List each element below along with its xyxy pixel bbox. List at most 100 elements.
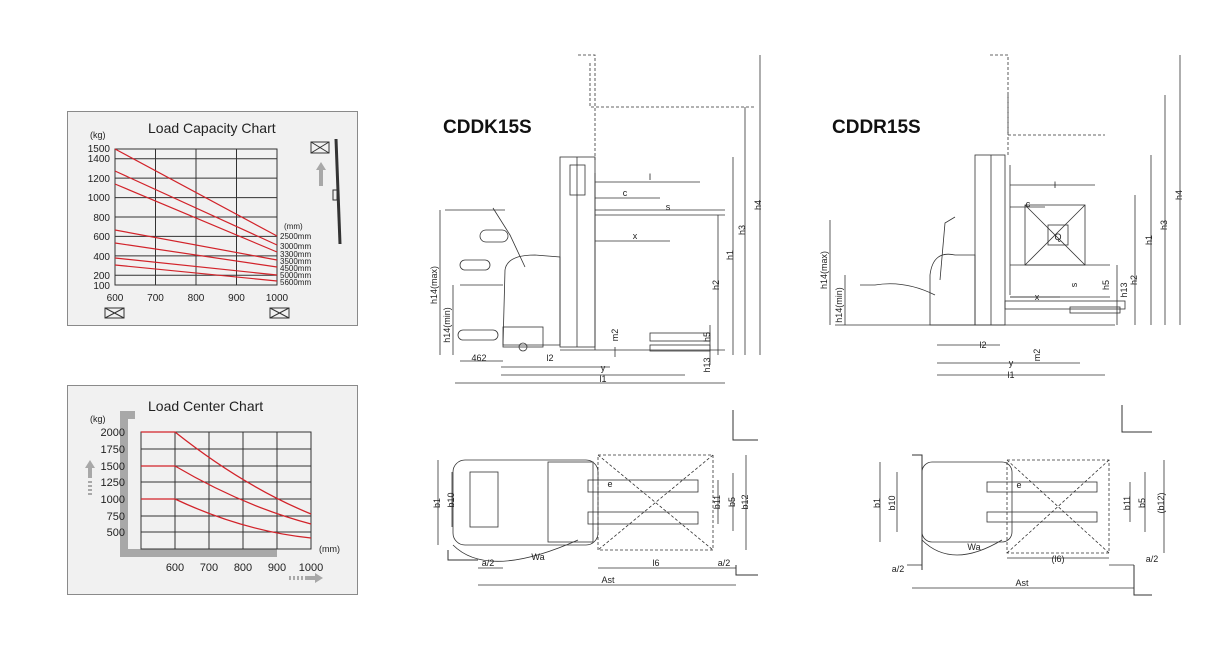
dim-h14min: h14(min): [834, 287, 844, 323]
lc-series-label: 3000mm: [280, 242, 311, 251]
load-capacity-chart: (kg) 1500 1400 1200 1000 800 600 400 200…: [88, 130, 342, 319]
lc-ytick: 1500: [88, 144, 111, 155]
dim-h14max: h14(max): [819, 251, 829, 289]
dim-s: s: [666, 202, 671, 212]
dim-h2: h2: [1129, 275, 1139, 285]
lc-ytick: 1400: [88, 154, 111, 165]
load-center-curves: [141, 431, 312, 539]
dim-a2-right: a/2: [1146, 554, 1159, 564]
lce-xtick: 600: [166, 562, 184, 574]
dim-h5: h5: [702, 332, 712, 342]
cddr15s-side-view: h14(max) h14(min) l c Q s x h5 h13 h2 h1…: [819, 54, 1184, 380]
dim-h1: h1: [725, 250, 735, 260]
lce-ytick: 1500: [101, 461, 125, 473]
dim-c: c: [623, 188, 628, 198]
lc-series-unit: (mm): [284, 222, 303, 231]
lc-ytick: 200: [93, 271, 110, 282]
lce-xtick: 1000: [299, 562, 323, 574]
lce-ytick: 750: [107, 511, 125, 523]
dim-b11: b11: [1122, 496, 1132, 510]
dim-b1: b1: [432, 498, 442, 508]
dim-h2: h2: [711, 280, 721, 290]
load-center-grid: [140, 431, 312, 550]
dim-m2: m2: [610, 329, 620, 342]
dim-b12: b12: [740, 494, 750, 509]
dim-ast: Ast: [1015, 578, 1029, 588]
dim-m2: m2: [1032, 349, 1042, 362]
load-center-panel: Load Center Chart (kg) 2000 1750 1500 12…: [67, 385, 358, 595]
load-center-frame: [120, 411, 277, 557]
dim-h1: h1: [1144, 235, 1154, 245]
lc-xtick: 600: [107, 293, 124, 304]
lce-ytick: 1000: [101, 494, 125, 506]
dim-l1: l1: [599, 374, 606, 384]
model-title-right: CDDR15S: [832, 117, 921, 138]
lce-ytick: 500: [107, 527, 125, 539]
dim-b5: b5: [1137, 498, 1147, 508]
dim-c: c: [1026, 199, 1031, 209]
load-capacity-grid: [114, 148, 278, 286]
load-capacity-panel: Load Capacity Chart (kg) 1500 1400 1200 …: [67, 111, 358, 326]
load-capacity-curves: [114, 148, 278, 282]
lc-series-label: 3500mm: [280, 257, 311, 266]
lce-ytick: 2000: [101, 427, 125, 439]
dim-a2-right: a/2: [718, 558, 731, 568]
load-capacity-y-unit: (kg): [90, 130, 106, 140]
dim-x: x: [1035, 292, 1040, 302]
lc-xtick: 900: [228, 293, 245, 304]
dim-h14min: h14(min): [442, 307, 452, 343]
lc-series-label: 5000mm: [280, 271, 311, 280]
dim-h5: h5: [1101, 280, 1111, 290]
hatch-wall-icon: [912, 405, 1152, 596]
dim-a2-left: a/2: [892, 564, 905, 574]
lc-series-label: 3300mm: [280, 250, 311, 259]
lc-series-label: 5600mm: [280, 278, 311, 287]
dim-y: y: [1009, 358, 1014, 368]
lce-xtick: 800: [234, 562, 252, 574]
lc-series-label: 2500mm: [280, 232, 311, 241]
up-arrow-icon: [85, 460, 95, 495]
hatch-wall-icon: [447, 410, 758, 576]
load-center-chart: (kg) 2000 1750 1500 1250 1000 750 500 60…: [85, 411, 340, 583]
mast-icon: [310, 138, 342, 245]
dim-b5: b5: [727, 497, 737, 507]
dim-h13: h13: [702, 357, 712, 372]
dim-q: Q: [1054, 232, 1061, 242]
dim-l: l: [1054, 180, 1056, 190]
dim-b10: b10: [887, 495, 897, 510]
lc-xtick: 700: [147, 293, 164, 304]
load-center-title: Load Center Chart: [148, 398, 264, 414]
lce-ytick: 1250: [101, 477, 125, 489]
dim-b11: b11: [712, 495, 722, 509]
dim-h14max: h14(max): [429, 266, 439, 304]
dim-s: s: [1069, 282, 1079, 287]
dim-h13: h13: [1119, 282, 1129, 297]
dim-b10: b10: [446, 492, 456, 507]
cddk15s-side-view: h14(max) h14(min) 462 l2 y l1 l c s x m2…: [429, 54, 763, 384]
model-title-left: CDDK15S: [443, 117, 532, 138]
lc-series-label: 4500mm: [280, 264, 311, 273]
lc-ytick: 400: [93, 252, 110, 263]
dim-y: y: [601, 363, 606, 373]
lce-ytick: 1750: [101, 444, 125, 456]
dim-462: 462: [471, 353, 486, 363]
load-box-icon: [104, 307, 290, 319]
dim-h3: h3: [1159, 220, 1169, 230]
cddr15s-top-view: b1 b10 b11 b5 (b12) e Wa (l6) a/2 a/2 As…: [872, 405, 1166, 596]
dim-l6: (l6): [1052, 554, 1065, 564]
right-arrow-icon: [289, 573, 323, 583]
lc-ytick: 100: [93, 281, 110, 292]
dim-l1: l1: [1007, 370, 1014, 380]
lc-xtick: 800: [188, 293, 205, 304]
lce-xtick: 900: [268, 562, 286, 574]
dim-a2-left: a/2: [482, 558, 495, 568]
dim-wa: Wa: [967, 542, 980, 552]
dim-b1: b1: [872, 498, 882, 508]
load-capacity-title: Load Capacity Chart: [148, 120, 276, 136]
dim-e: e: [607, 479, 612, 489]
dim-wa: Wa: [531, 552, 544, 562]
load-center-x-unit: (mm): [319, 544, 340, 554]
lc-ytick: 1000: [88, 193, 111, 204]
dim-h3: h3: [737, 225, 747, 235]
dim-l2: l2: [979, 340, 986, 350]
